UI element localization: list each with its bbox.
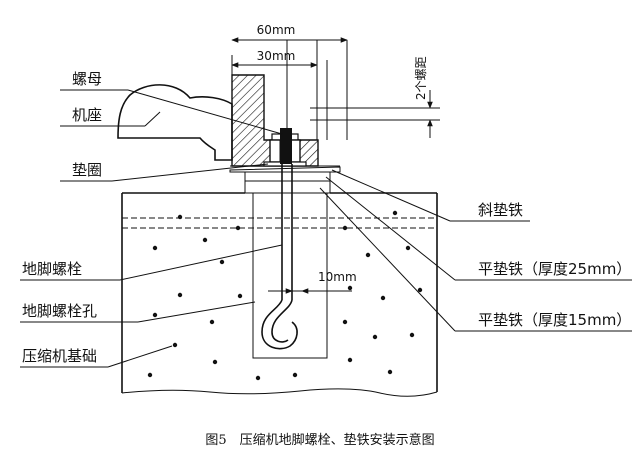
dimension-30mm: 30mm — [257, 49, 296, 63]
dimension-10mm: 10mm — [318, 270, 357, 284]
label-foundation: 压缩机基础 — [22, 347, 97, 365]
label-machine-base: 机座 — [72, 106, 102, 124]
label-anchor-bolt-hole: 地脚螺栓孔 — [22, 302, 97, 320]
dimension-60mm: 60mm — [257, 23, 296, 37]
leader-lines — [20, 89, 632, 368]
anchor-bolt — [261, 128, 298, 350]
label-taper-shim: 斜垫铁 — [478, 201, 523, 219]
label-washer: 垫圈 — [72, 161, 102, 179]
foundation-aggregate-dots — [147, 210, 423, 381]
dimension-lines — [231, 37, 440, 294]
figure-caption: 图5 压缩机地脚螺栓、垫铁安装示意图 — [205, 432, 434, 448]
compressor-foundation — [121, 192, 438, 397]
shim-stack — [229, 165, 341, 194]
label-flat-shim-15mm: 平垫铁（厚度15mm） — [478, 311, 631, 329]
dimension-thread-pitch: 2个螺距 — [414, 56, 428, 100]
label-anchor-bolt: 地脚螺栓 — [22, 260, 82, 278]
label-flat-shim-25mm: 平垫铁（厚度25mm） — [478, 260, 631, 278]
label-nut: 螺母 — [72, 70, 102, 88]
